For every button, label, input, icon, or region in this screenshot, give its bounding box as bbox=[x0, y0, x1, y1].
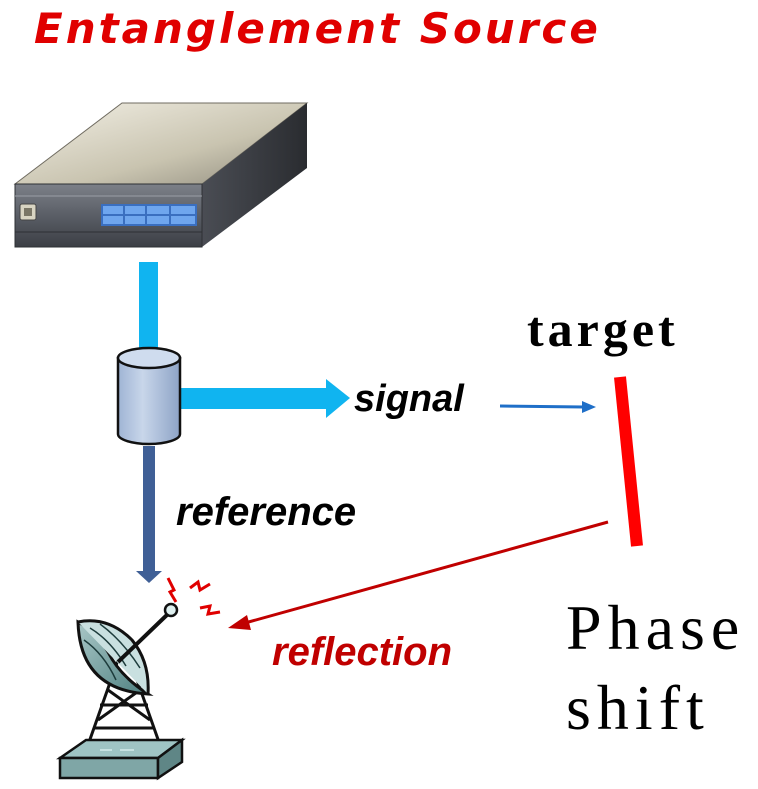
phase-shift-label: Phase shift bbox=[566, 588, 745, 748]
beam-splitter-icon bbox=[116, 346, 182, 446]
target-label: target bbox=[527, 301, 679, 357]
source-beam bbox=[139, 262, 158, 354]
signal-label: signal bbox=[354, 378, 464, 420]
reflection-label: reflection bbox=[272, 630, 453, 674]
phase-shift-line-1: Phase bbox=[566, 592, 746, 663]
radar-dish-icon bbox=[55, 577, 221, 781]
reflection-arrow bbox=[228, 520, 609, 630]
reference-label: reference bbox=[176, 490, 357, 534]
signal-beam-arrow bbox=[180, 379, 350, 418]
phase-shift-line-2: shift bbox=[566, 672, 710, 743]
reference-beam-arrow bbox=[136, 446, 162, 583]
signal-thin-arrow bbox=[499, 401, 596, 413]
diagram-title: Entanglement Source bbox=[34, 4, 601, 53]
entanglement-source-device-icon bbox=[13, 102, 309, 248]
target-bar bbox=[614, 376, 643, 547]
